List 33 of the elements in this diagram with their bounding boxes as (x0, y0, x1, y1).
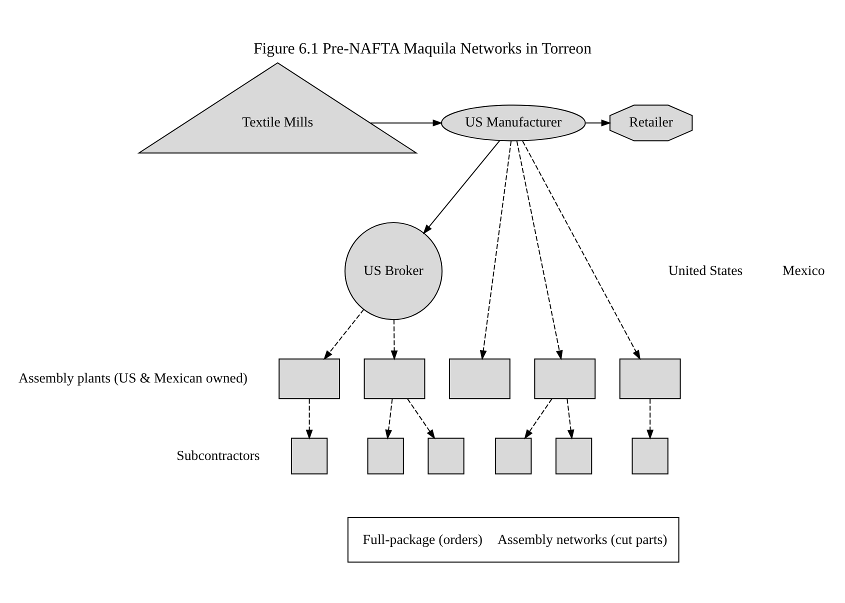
node-box (534, 358, 596, 400)
arrow (646, 398, 654, 440)
diagram-title: Figure 6.1 Pre-NAFTA Maquila Networks in Torreon (253, 40, 592, 58)
arrow (480, 140, 512, 360)
label: Mexico (782, 262, 825, 278)
arrow (566, 398, 574, 440)
arrow (323, 308, 364, 360)
node-box (449, 358, 510, 400)
node-box (367, 438, 404, 474)
node-box (619, 358, 681, 400)
arrow (385, 398, 393, 440)
node-box (632, 438, 668, 474)
arrow (390, 318, 398, 360)
node-box (364, 358, 426, 400)
label: United States (668, 262, 743, 278)
node-box (495, 438, 532, 474)
arrow (585, 119, 612, 126)
node-ellipse: US Manufacturer (440, 104, 586, 142)
legend-label: Full-package (orders) (362, 532, 483, 547)
arrow (524, 398, 552, 440)
label: Assembly plants (US & Mexican owned) (18, 370, 248, 386)
arrow (370, 119, 443, 126)
label: Subcontractors (176, 448, 260, 463)
node-box (555, 438, 592, 474)
arrow (422, 140, 500, 234)
node-box (428, 438, 464, 474)
arrow (522, 140, 641, 360)
node-box (278, 358, 340, 400)
legend-label: Assembly networks (cut parts) (498, 532, 668, 547)
arrow (306, 398, 313, 440)
node-box (291, 438, 328, 474)
arrow (516, 140, 563, 360)
arrow (407, 398, 436, 440)
